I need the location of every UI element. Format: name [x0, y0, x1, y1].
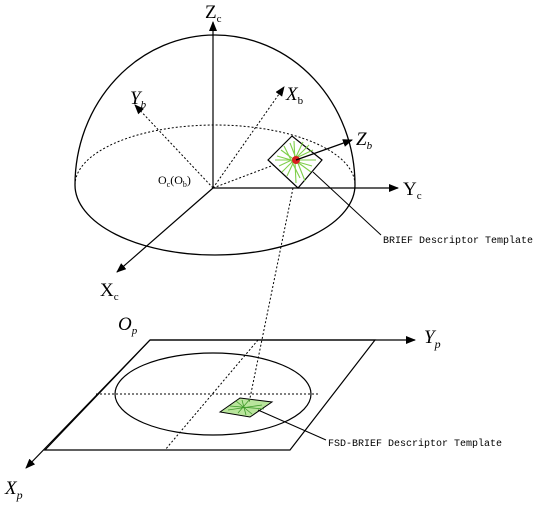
brief-leader — [312, 171, 382, 236]
zc-label: Zc — [205, 2, 222, 25]
fsd-brief-template-pattern — [227, 398, 265, 416]
projection-line — [248, 187, 294, 404]
xc-label: Xc — [100, 280, 119, 303]
xb-axis — [212, 86, 285, 189]
hemisphere-outline — [74, 34, 356, 256]
xb-label: Xb — [285, 84, 304, 107]
plane-dotted-diagonal — [164, 339, 259, 451]
zb-label: Zb — [356, 129, 373, 152]
fsd-leader — [257, 409, 327, 441]
projected-circle — [114, 352, 312, 436]
brief-template-label: BRIEF Descriptor Template — [383, 235, 533, 247]
xp-axis — [25, 339, 151, 469]
xp-label: Xp — [4, 478, 23, 502]
xc-axis — [116, 187, 214, 273]
yp-label: Yp — [424, 327, 441, 351]
yb-axis — [134, 104, 214, 189]
fsd-brief-template-label: FSD-BRIEF Descriptor Template — [328, 438, 502, 450]
origin-label: Oc(Ob) — [158, 173, 191, 189]
zb-axis — [295, 139, 353, 161]
op-label: Op — [118, 314, 138, 337]
hemisphere-equator-back — [74, 124, 356, 186]
yc-label: Yc — [403, 179, 422, 202]
yb-label: Yb — [130, 88, 147, 111]
projection-plane — [43, 339, 377, 451]
